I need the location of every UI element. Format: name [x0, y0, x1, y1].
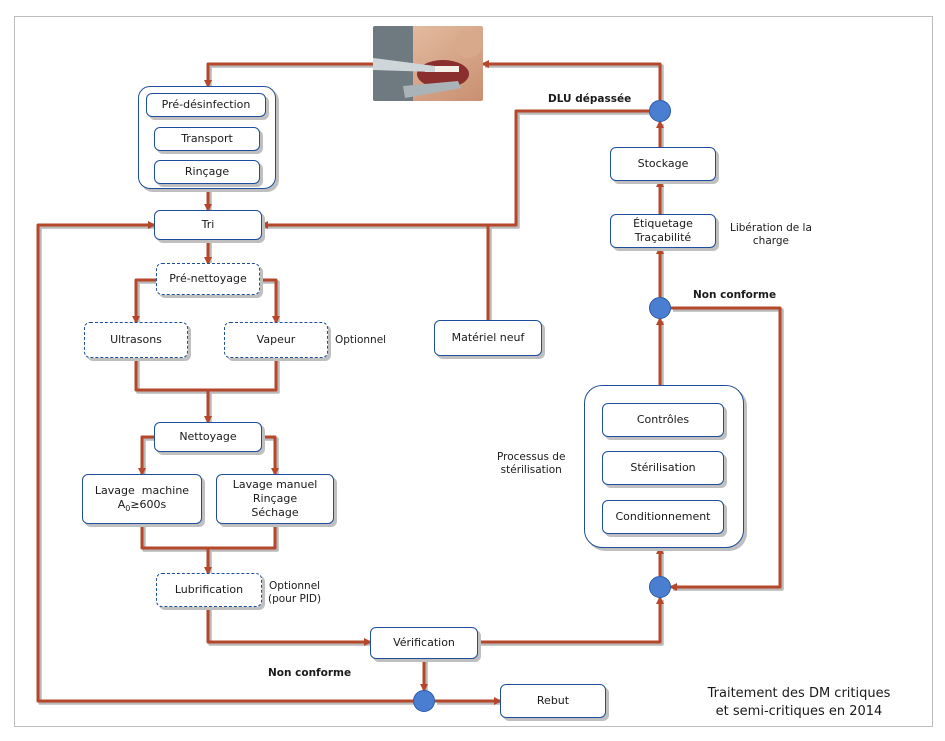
junction-node-verification — [413, 690, 435, 712]
label-processus-line1: Processus de — [497, 451, 566, 463]
arrow-node-loop-to-tri-shadow — [38, 225, 415, 705]
label-liberation-line1: Libération de la — [730, 222, 812, 234]
arrow-pre-nettoyage-to-vapeur — [260, 278, 280, 324]
arrow-dlu-to-tri — [488, 109, 649, 227]
junction-node-sterilisation — [649, 576, 671, 598]
box-tri: Tri — [154, 210, 262, 240]
box-materiel-neuf: Matériel neuf — [434, 320, 542, 356]
arrow-dlu-to-tri-shadow — [490, 111, 651, 229]
label-non-conforme-bottom: Non conforme — [268, 667, 352, 679]
arrow-node-loop-to-tri — [36, 221, 413, 703]
arrow-lavage-merge — [140, 524, 277, 550]
box-verification: Vérification — [370, 627, 478, 659]
box-nettoyage: Nettoyage — [154, 422, 262, 452]
label-non-conforme-top: Non conforme — [693, 289, 777, 301]
arrow-ultrasons-merge — [134, 358, 278, 392]
arrow-photo-to-pre-desinfection-shadow — [208, 64, 375, 88]
arrow-pre-nettoyage-to-vapeur-shadow — [262, 280, 280, 324]
lavage-machine-line1: Lavage machine — [94, 484, 190, 498]
caption-line2: et semi-critiques en 2014 — [715, 703, 883, 719]
arrow-nonconforme-loop — [669, 306, 782, 591]
box-controles: Contrôles — [602, 403, 724, 437]
box-conditionnement: Conditionnement — [602, 500, 724, 534]
box-pre-desinfection: Pré-désinfection — [146, 93, 266, 117]
lavage-manuel-line1: Lavage manuel — [232, 478, 318, 492]
label-liberation-line2: charge — [752, 235, 790, 248]
box-sterilisation: Stérilisation — [602, 451, 724, 485]
label-optionnel: Optionnel — [335, 334, 387, 346]
arrow-dlu-node-to-photo-shadow — [485, 64, 664, 102]
box-transport: Transport — [154, 127, 260, 151]
lavage-manuel-line3: Séchage — [251, 505, 299, 519]
lavage-machine-a: A — [117, 497, 126, 511]
junction-node-nonconforme — [649, 297, 671, 319]
etiquetage-line1: Étiquetage — [633, 217, 693, 231]
etiquetage-line2: Traçabilité — [634, 231, 692, 244]
label-optionnel-pid-line1: Optionnel — [269, 580, 321, 592]
box-rebut: Rebut — [500, 684, 606, 718]
arrow-nettoyage-to-manuel-shadow — [264, 437, 279, 476]
arrow-pre-nettoyage-to-ultrasons-shadow — [136, 280, 158, 324]
arrow-verification-to-sterilisation-shadow — [480, 600, 664, 646]
arrow-dlu-node-to-photo — [481, 60, 662, 100]
box-lavage-manuel: Lavage manuel Rinçage Séchage — [216, 474, 334, 524]
lavage-machine-sub: 0 — [125, 503, 131, 513]
box-ultrasons: Ultrasons — [84, 322, 188, 358]
label-processus-sterilisation: Processus de stérilisation — [497, 451, 565, 477]
arrow-nettoyage-to-machine — [138, 435, 154, 476]
arrow-materiel-neuf-to-tri-shadow — [264, 225, 492, 322]
lavage-machine-line2: A0≥600s — [118, 498, 167, 514]
arrow-nettoyage-to-manuel — [262, 435, 279, 476]
arrow-nonconforme-loop-shadow — [673, 308, 784, 591]
box-lavage-machine: Lavage machine A0≥600s — [82, 474, 202, 524]
dental-photo — [373, 26, 483, 101]
label-dlu-depassee: DLU dépassée — [548, 93, 632, 105]
label-processus-line2: stérilisation — [500, 464, 562, 477]
arrow-photo-to-pre-desinfection — [204, 62, 373, 88]
arrow-lines — [36, 60, 782, 705]
junction-node-dlu — [649, 100, 671, 122]
label-optionnel-pid-line2: (pour PID) — [268, 593, 322, 606]
box-vapeur: Vapeur — [224, 322, 328, 358]
box-lubrification: Lubrification — [156, 573, 262, 607]
arrow-lubrification-to-verification — [206, 607, 372, 646]
arrow-verification-to-sterilisation — [478, 596, 664, 644]
dental-photo-illustration — [373, 26, 483, 101]
arrow-materiel-neuf-to-tri — [260, 221, 490, 320]
diagram-caption: Traitement des DM critiques et semi-crit… — [686, 685, 912, 720]
label-optionnel-pid: Optionnel (pour PID) — [268, 580, 321, 606]
caption-line1: Traitement des DM critiques — [707, 686, 891, 701]
lavage-machine-duration: ≥600s — [130, 497, 167, 511]
box-pre-nettoyage: Pré-nettoyage — [156, 263, 260, 295]
arrow-lubrification-to-verification-shadow — [208, 609, 372, 646]
label-liberation-charge: Libération de la charge — [730, 222, 812, 248]
arrow-nettoyage-to-machine-shadow — [142, 437, 156, 476]
arrow-pre-nettoyage-to-ultrasons — [132, 278, 156, 324]
arrow-lavage-merge-shadow — [142, 526, 279, 552]
box-rincage: Rinçage — [154, 160, 260, 184]
box-etiquetage: Étiquetage Traçabilité — [610, 214, 716, 248]
lavage-manuel-line2: Rinçage — [252, 492, 298, 506]
box-stockage: Stockage — [610, 147, 716, 181]
arrow-ultrasons-merge-shadow — [136, 360, 280, 394]
